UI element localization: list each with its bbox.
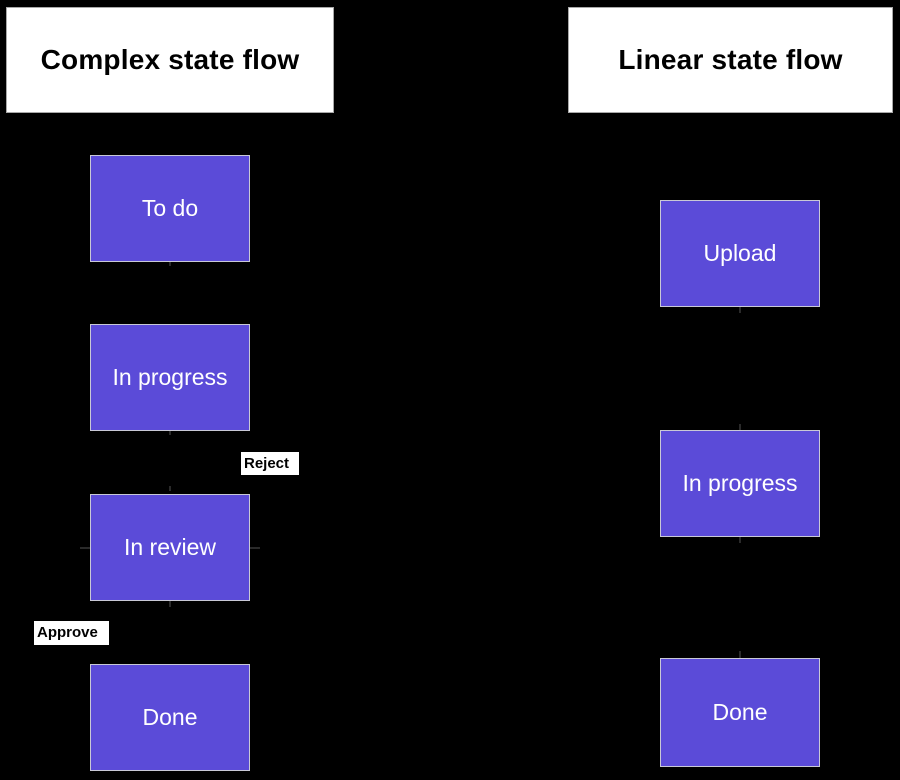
edge-label-reject: Reject <box>241 452 299 475</box>
node-in-progress-label: In progress <box>112 364 228 390</box>
connector-inreview-top <box>169 486 171 491</box>
node-in-progress-linear[interactable]: In progress <box>660 430 820 537</box>
node-upload[interactable]: Upload <box>660 200 820 307</box>
linear-flow-title: Linear state flow <box>618 44 843 75</box>
connector-inprogress-to-inreview <box>169 430 171 435</box>
node-in-review-label: In review <box>123 534 217 560</box>
connector-inreview-to-done <box>169 601 171 607</box>
edge-label-approve-text: Approve <box>37 624 98 641</box>
connector-todo-to-inprogress <box>169 260 171 266</box>
connector-inreview-right <box>250 547 260 549</box>
edge-label-reject-text: Reject <box>244 455 290 472</box>
linear-flow-title-card: Linear state flow <box>568 7 893 113</box>
node-in-review[interactable]: In review <box>90 494 250 601</box>
node-in-progress-linear-label: In progress <box>682 470 798 496</box>
connector-inprogress-top-linear <box>739 424 741 430</box>
connector-inprogress-to-done-linear <box>739 537 741 543</box>
connector-done-top-linear <box>739 651 741 658</box>
node-done-complex[interactable]: Done <box>90 664 250 771</box>
node-upload-label: Upload <box>703 240 777 266</box>
connector-inreview-left <box>80 547 90 549</box>
complex-flow-title: Complex state flow <box>40 44 300 75</box>
node-done-complex-label: Done <box>142 704 198 730</box>
node-done-linear-label: Done <box>712 699 768 725</box>
edge-label-approve: Approve <box>34 621 109 645</box>
node-done-linear[interactable]: Done <box>660 658 820 767</box>
connector-upload-to-inprogress <box>739 307 741 313</box>
node-todo-label: To do <box>141 195 199 221</box>
node-in-progress[interactable]: In progress <box>90 324 250 431</box>
complex-flow-title-card: Complex state flow <box>6 7 334 113</box>
node-todo[interactable]: To do <box>90 155 250 262</box>
